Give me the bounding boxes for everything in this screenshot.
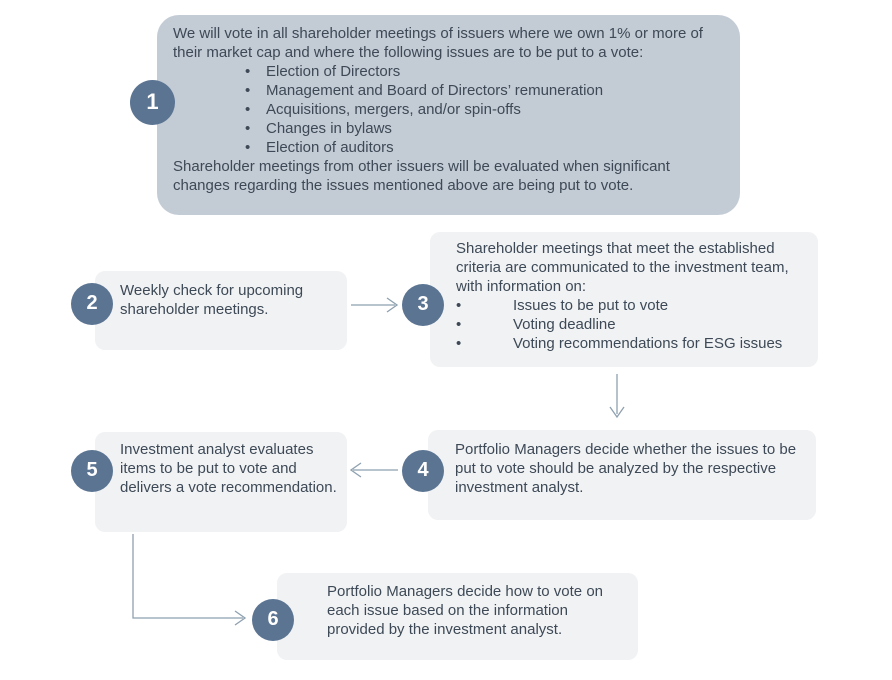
step-number: 1: [146, 88, 159, 114]
step-4-number-badge: 4: [402, 450, 444, 492]
bullet-icon: •: [245, 82, 251, 99]
bullet-icon: •: [245, 120, 251, 137]
step-number: 6: [267, 607, 279, 630]
step-1-bullet-text: Acquisitions, mergers, and/or spin-offs: [266, 101, 521, 118]
step-3-bullet-text: Voting deadline: [513, 316, 616, 333]
step-number: 4: [417, 458, 429, 481]
step-3-bullet-list: • Issues to be put to vote • Voting dead…: [456, 296, 808, 353]
step-number: 5: [86, 458, 98, 481]
step-1-intro: We will vote in all shareholder meetings…: [173, 25, 703, 61]
step-1-bullet-text: Election of auditors: [266, 139, 394, 156]
bullet-icon: •: [245, 63, 251, 80]
bullet-icon: •: [456, 316, 462, 333]
step-2-box: Weekly check for upcoming shareholder me…: [95, 271, 347, 350]
step-3-number-badge: 3: [402, 284, 444, 326]
step-3-bullet-text: Issues to be put to vote: [513, 297, 669, 314]
list-item: • Acquisitions, mergers, and/or spin-off…: [245, 100, 726, 119]
step-2-number-badge: 2: [71, 283, 113, 325]
list-item: • Voting recommendations for ESG issues: [456, 334, 808, 353]
step-number: 3: [417, 292, 429, 315]
step-2-text: Weekly check for upcoming shareholder me…: [120, 282, 304, 318]
step-1-bullet-text: Election of Directors: [266, 63, 401, 80]
bullet-icon: •: [245, 101, 251, 118]
arrow-step5-to-step6: [132, 534, 247, 626]
arrow-step2-to-step3: [351, 297, 399, 313]
bullet-icon: •: [456, 335, 462, 352]
step-number: 2: [86, 291, 98, 314]
list-item: • Election of Directors: [245, 62, 726, 81]
list-item: • Voting deadline: [456, 315, 808, 334]
bullet-icon: •: [245, 139, 251, 156]
step-5-number-badge: 5: [71, 450, 113, 492]
list-item: • Management and Board of Directors’ rem…: [245, 81, 726, 100]
step-1-number-badge: 1: [130, 80, 175, 125]
step-4-text: Portfolio Managers decide whether the is…: [455, 441, 797, 496]
step-5-text: Investment analyst evaluates items to be…: [120, 441, 337, 496]
step-3-bullet-text: Voting recommendations for ESG issues: [513, 335, 783, 352]
arrow-step4-to-step5: [349, 462, 398, 478]
arrow-step3-to-step4: [609, 374, 625, 419]
step-3-intro: Shareholder meetings that meet the estab…: [456, 240, 789, 295]
step-6-box: Portfolio Managers decide how to vote on…: [277, 573, 638, 660]
step-1-box: We will vote in all shareholder meetings…: [157, 15, 740, 215]
step-1-outro: Shareholder meetings from other issuers …: [173, 158, 670, 194]
list-item: • Changes in bylaws: [245, 119, 726, 138]
list-item: • Election of auditors: [245, 138, 726, 157]
step-6-number-badge: 6: [252, 599, 294, 641]
step-1-bullet-list: • Election of Directors • Management and…: [173, 62, 726, 157]
list-item: • Issues to be put to vote: [456, 296, 808, 315]
step-1-bullet-text: Management and Board of Directors’ remun…: [266, 82, 604, 99]
step-6-text: Portfolio Managers decide how to vote on…: [327, 583, 603, 638]
step-5-box: Investment analyst evaluates items to be…: [95, 432, 347, 532]
step-1-bullet-text: Changes in bylaws: [266, 120, 392, 137]
step-4-box: Portfolio Managers decide whether the is…: [428, 430, 816, 520]
step-3-box: Shareholder meetings that meet the estab…: [430, 232, 818, 367]
bullet-icon: •: [456, 297, 462, 314]
